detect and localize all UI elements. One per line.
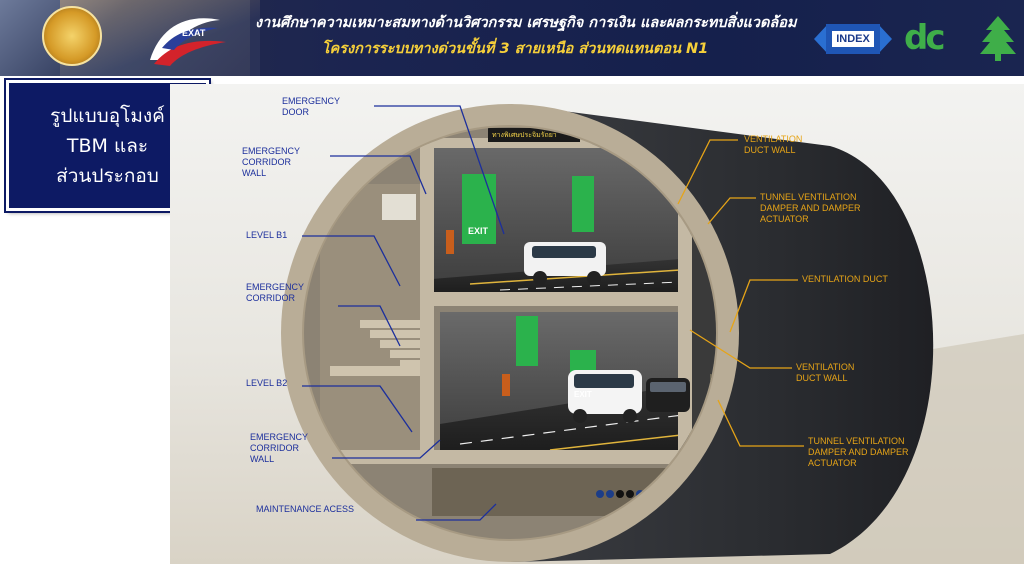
label-emergency-corridor-wall-bottom: EMERGENCY CORRIDOR WALL [250, 432, 309, 464]
fire-cabinet-b2 [502, 374, 510, 396]
header-title-line2: โครงการระบบทางด่วนขั้นที่ 3 สายเหนือ ส่ว… [321, 41, 709, 57]
minivan-car-b2 [568, 370, 642, 423]
partner-logos: INDEX dc [774, 0, 1024, 76]
tree-logo-icon [980, 16, 1016, 61]
level-b1-slab [360, 292, 710, 306]
label-level-b1: LEVEL B1 [246, 230, 288, 240]
cable-bundle [596, 490, 644, 498]
fire-cabinet-b1 [446, 230, 454, 254]
level-b2-slab [340, 450, 716, 464]
callout-line-emergency-door [374, 105, 505, 235]
exit-sign-text-b2: EXIT [574, 390, 592, 399]
callout-line-damper-top [707, 197, 756, 225]
label-ventilation-duct-wall-bottom: VENTILATION DUCT WALL [796, 362, 855, 383]
emergency-corridor-landing [330, 366, 420, 376]
header-title-line1: งานศึกษาความเหมาะสมทางด้านวิศวกรรม เศรษฐ… [255, 15, 797, 31]
label-level-b2: LEVEL B2 [246, 378, 288, 388]
label-emergency-corridor: EMERGENCY CORRIDOR [246, 282, 305, 303]
label-ventilation-duct: VENTILATION DUCT [802, 274, 888, 284]
emergency-corridor-wall-left [420, 144, 434, 450]
label-damper-actuator-top: TUNNEL VENTILATION DAMPER AND DAMPER ACT… [760, 192, 861, 224]
slide-title-line3: ส่วนประกอบ [56, 164, 159, 187]
callout-line-corridor-wall-bottom [332, 439, 441, 459]
exat-wordmark: EXAT [182, 28, 206, 38]
callout-line-duct-wall-bottom [689, 329, 792, 369]
callout-line-corridor-wall-top [330, 155, 427, 195]
divider-slab-top [360, 138, 710, 148]
direction-sign-text: ทางพิเศษประจิมรัถยา [492, 131, 557, 139]
level-b1-road [432, 259, 680, 294]
emergency-stairs [360, 320, 420, 368]
header-title: งานศึกษาความเหมาะสมทางด้านวิศวกรรม เศรษฐ… [255, 10, 797, 62]
callout-line-emergency-corridor [338, 305, 401, 347]
callout-line-duct [729, 279, 798, 333]
label-damper-actuator-bottom: TUNNEL VENTILATION DAMPER AND DAMPER ACT… [808, 436, 909, 468]
ventilation-box-left [382, 194, 416, 220]
exit-sign-b1-right [572, 176, 594, 232]
callout-line-level-b2 [302, 385, 413, 433]
callout-line-maintenance [416, 503, 497, 521]
limousine-car-b2 [646, 378, 690, 412]
tunnel-illustration [170, 84, 1024, 564]
label-emergency-door: EMERGENCY DOOR [282, 96, 341, 117]
callout-lines [302, 105, 804, 521]
index-logo: INDEX [832, 31, 874, 47]
tunnel-cross-section-scene: EXIT EXIT ทางพิเศษประจิมรัถยา EMERGENCY … [170, 84, 1024, 564]
header-photo-strip [0, 0, 260, 76]
exit-sign-b2-left [516, 316, 538, 366]
slide-title-line1: รูปแบบอุโมงค์ [50, 104, 165, 127]
exit-sign-text-b1: EXIT [468, 226, 489, 236]
suv-car-b1 [524, 242, 606, 285]
callout-line-level-b1 [302, 235, 401, 287]
callout-line-duct-wall-top [677, 139, 738, 205]
slide-title-line2: TBM และ [66, 134, 149, 157]
ministry-seal-logo [42, 6, 102, 66]
exit-sign-b1-left [462, 174, 496, 244]
label-ventilation-duct-wall-top: VENTILATION DUCT WALL [744, 134, 803, 155]
header-banner: EXAT งานศึกษาความเหมาะสมทางด้านวิศวกรรม … [0, 0, 1024, 76]
label-emergency-corridor-wall-top: EMERGENCY CORRIDOR WALL [242, 146, 301, 178]
exat-logo [150, 18, 226, 66]
emergency-corridor-area [320, 184, 430, 450]
label-maintenance-access: MAINTENANCE ACESS [256, 504, 355, 514]
dc-logo: dc [904, 18, 945, 58]
callout-line-damper-bottom [717, 399, 804, 447]
